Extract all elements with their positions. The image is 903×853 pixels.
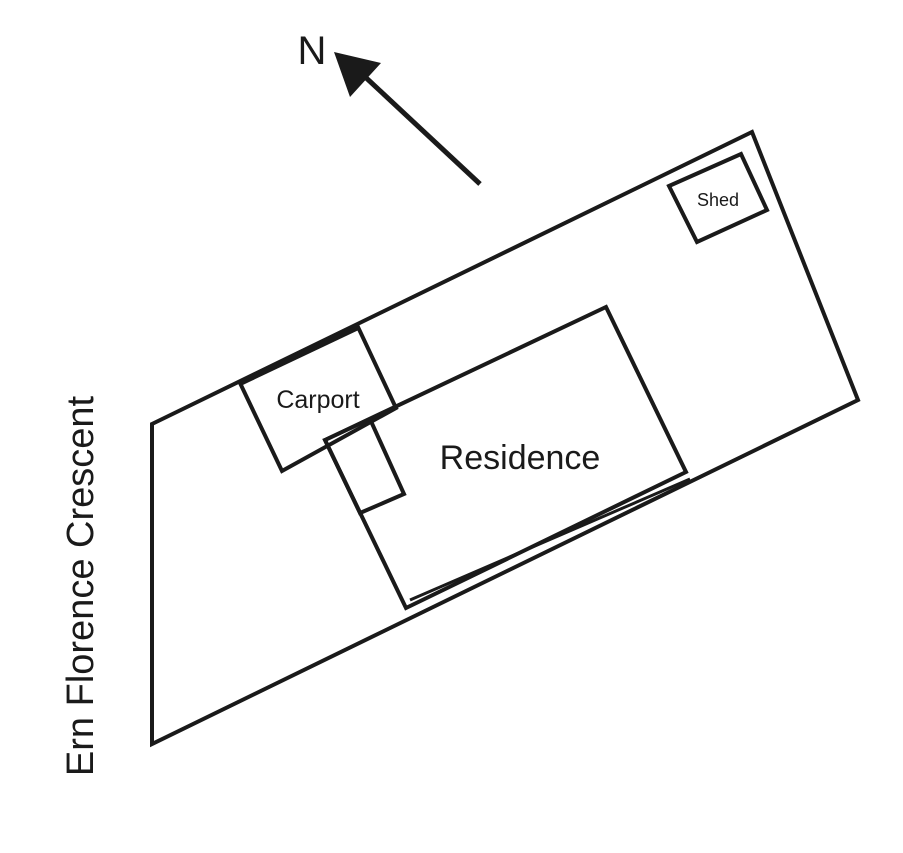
residence-outline <box>322 304 689 611</box>
residence-bottom-double-line <box>409 477 691 602</box>
north-arrow-head <box>334 52 381 97</box>
north-arrow <box>334 52 482 186</box>
residence-entry-annex <box>322 416 407 516</box>
north-arrow-shaft <box>360 72 482 186</box>
shed-outline <box>666 151 770 245</box>
residence-label: Residence <box>440 439 601 477</box>
shed-label: Shed <box>697 190 739 210</box>
north-label: N <box>298 29 327 73</box>
carport-label: Carport <box>276 386 359 414</box>
street-name-label: Ern Florence Crescent <box>60 395 102 776</box>
property-boundary <box>150 129 861 748</box>
